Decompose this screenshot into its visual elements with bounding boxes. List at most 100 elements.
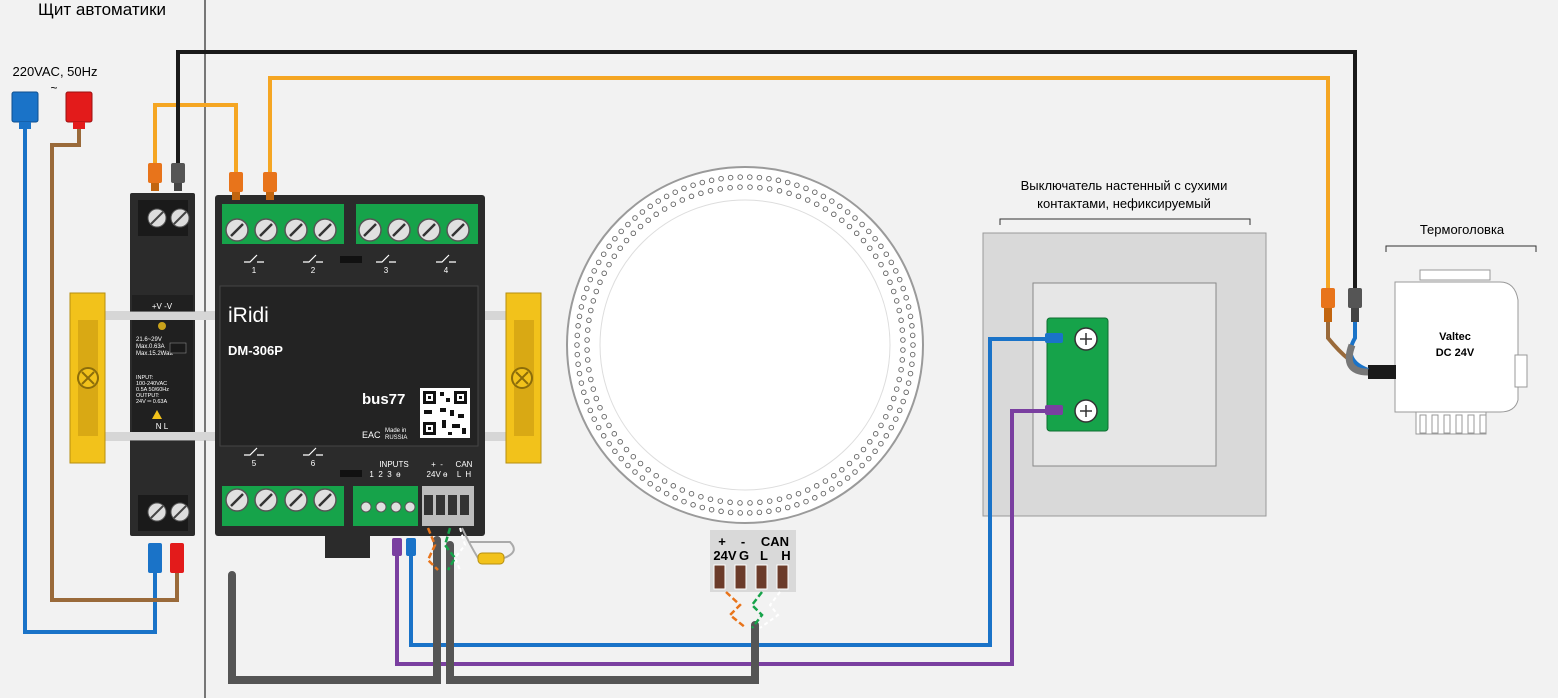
relay-contact-icon [376, 254, 396, 263]
grille-hole [584, 327, 591, 333]
grille-hole [727, 174, 734, 181]
grille-hole [878, 243, 884, 250]
input-terminal-screw-icon [404, 501, 416, 513]
grille-hole [574, 351, 581, 358]
grille-hole [606, 422, 612, 429]
grille-hole [618, 455, 624, 462]
grille-hole [813, 201, 820, 207]
grille-hole [852, 215, 858, 221]
grille-hole [663, 193, 670, 200]
grille-hole [655, 198, 661, 204]
terminal-screw-icon [313, 218, 337, 242]
grille-hole [590, 386, 597, 392]
grille-hole [655, 486, 661, 492]
grille-hole [600, 251, 607, 257]
grille-hole [837, 203, 843, 210]
grille-hole [903, 294, 909, 301]
grille-hole [820, 193, 827, 200]
grille-hole [883, 270, 889, 277]
grille-hole [618, 228, 624, 235]
thermo-actuator [1368, 269, 1528, 435]
grille-hole [766, 186, 773, 192]
psu-spec-3: Max.15.2Watt [136, 351, 173, 357]
power-label: + - [431, 460, 443, 469]
relay-label-4: 4 [444, 266, 449, 275]
grille-hole [630, 453, 637, 460]
speaker-grille [566, 166, 924, 524]
grille-hole [812, 495, 818, 501]
grille-hole [688, 193, 695, 200]
controller-terminal-screws-top [225, 218, 470, 242]
can-sub-label: L H [457, 470, 472, 479]
psu-spec-1: 21.6~29V [136, 337, 162, 343]
grille-hole [708, 177, 715, 184]
grille-hole [670, 201, 677, 207]
grille-hole [905, 304, 912, 310]
grille-hole [578, 304, 585, 310]
relay-contact-icon [303, 447, 323, 456]
grille-hole [766, 498, 773, 504]
grille-hole [831, 211, 837, 218]
grille-hole [584, 398, 590, 405]
spring-terminal-icon [460, 495, 469, 515]
switch-title-line1: Выключатель настенный с сухими [1021, 178, 1228, 193]
grille-hole [727, 509, 734, 516]
inputs-numbers: 1 2 3 ɵ [369, 470, 401, 479]
grille-hole [757, 184, 763, 191]
actuator-cable-sheath [1345, 343, 1369, 376]
neutral-connector [11, 91, 39, 129]
bus-pair-white [453, 527, 781, 629]
wire-ferrules [148, 163, 1362, 573]
grille-hole [653, 472, 659, 479]
grille-hole [852, 469, 858, 475]
grille-hole [887, 404, 893, 411]
wall-switch [982, 232, 1267, 517]
bus-cable-1 [228, 536, 441, 684]
grille-hole [829, 486, 835, 492]
grille-hole [888, 424, 895, 431]
relay-label-2: 2 [311, 266, 316, 275]
grille-hole [708, 506, 715, 513]
grille-hole [574, 342, 580, 348]
input-terminal-screw-icon [360, 501, 372, 513]
psu-terminal-bottom: N L [156, 422, 169, 431]
grille-hole [794, 502, 800, 508]
controller-made-in-2: RUSSIA [385, 435, 407, 441]
grille-hole [588, 307, 594, 314]
grille-hole [690, 182, 696, 188]
grille-hole [617, 439, 623, 445]
relay-label-5: 5 [252, 459, 257, 468]
grille-hole [775, 177, 782, 184]
grille-hole [893, 386, 900, 392]
terminal-screw-icon [284, 488, 308, 512]
terminal-screw-icon [225, 488, 249, 512]
grille-hole [586, 366, 592, 373]
relay-label-3: 3 [384, 266, 389, 275]
grille-hole [899, 327, 906, 333]
connector-plus: + [718, 534, 726, 549]
grille-hole [747, 184, 753, 190]
grille-hole [672, 189, 678, 195]
grille-hole [647, 203, 653, 210]
grille-hole [601, 270, 607, 277]
actuator-title-bracket [1385, 245, 1537, 252]
grille-hole [872, 431, 879, 437]
grille-hole [907, 370, 914, 377]
psu-input-1: INPUT: [136, 375, 154, 381]
switch-terminal-screw-1 [1074, 327, 1098, 351]
grille-hole [766, 175, 772, 182]
qr-code-icon [420, 388, 470, 438]
input-terminal-screw-icon [390, 501, 402, 513]
grille-hole [893, 416, 899, 422]
grille-hole [600, 433, 607, 439]
grille-hole [776, 188, 783, 194]
connector-l: L [760, 548, 768, 563]
controller-model: DM-306P [228, 343, 283, 358]
grille-hole [630, 230, 637, 237]
ac-symbol: ~ [50, 81, 57, 95]
psu-adjust-knob[interactable] [158, 322, 166, 330]
grille-hole [900, 398, 906, 405]
grille-hole [813, 483, 820, 489]
wire-psu-minus-to-actuator [176, 50, 1357, 290]
grille-hole [896, 276, 903, 283]
